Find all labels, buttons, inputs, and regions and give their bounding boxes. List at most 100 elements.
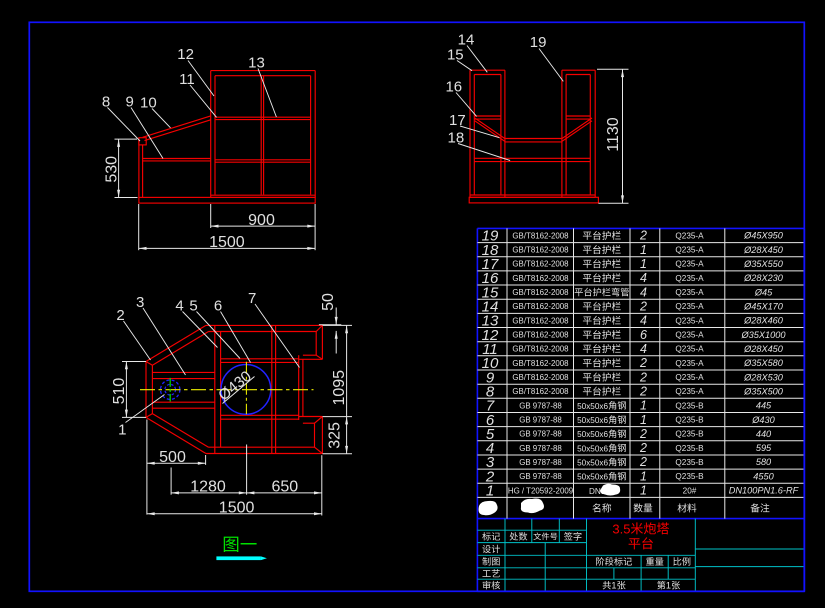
svg-text:19: 19 bbox=[482, 228, 499, 245]
svg-text:2: 2 bbox=[639, 441, 647, 455]
svg-text:6: 6 bbox=[640, 328, 647, 342]
svg-text:Q235-A: Q235-A bbox=[675, 246, 704, 255]
svg-text:11: 11 bbox=[482, 341, 498, 358]
svg-text:6: 6 bbox=[486, 412, 495, 429]
svg-text:1: 1 bbox=[666, 581, 671, 591]
svg-text:325: 325 bbox=[327, 422, 344, 449]
svg-text:2: 2 bbox=[639, 299, 647, 313]
svg-text:1130: 1130 bbox=[605, 117, 622, 152]
svg-text:Q235-B: Q235-B bbox=[675, 401, 704, 410]
svg-text:11: 11 bbox=[179, 71, 195, 88]
svg-text:Q235-A: Q235-A bbox=[675, 387, 704, 396]
svg-text:50x50x6: 50x50x6 bbox=[577, 444, 608, 453]
svg-text:1500: 1500 bbox=[219, 499, 255, 516]
svg-text:595: 595 bbox=[756, 443, 772, 453]
svg-text:440: 440 bbox=[756, 429, 772, 439]
svg-text:500: 500 bbox=[159, 449, 186, 466]
svg-text:Q235-B: Q235-B bbox=[675, 415, 704, 424]
svg-text:15: 15 bbox=[447, 46, 464, 63]
svg-text:Ø28X450: Ø28X450 bbox=[743, 245, 784, 255]
svg-text:GB/T8162-2008: GB/T8162-2008 bbox=[512, 274, 569, 283]
svg-text:GB/T8162-2008: GB/T8162-2008 bbox=[512, 387, 569, 396]
svg-text:Q235-A: Q235-A bbox=[675, 331, 704, 340]
svg-text:1: 1 bbox=[640, 399, 647, 413]
svg-text:20#: 20# bbox=[683, 486, 697, 495]
svg-text:DN100PN1.6-RF: DN100PN1.6-RF bbox=[729, 486, 800, 496]
svg-text:6: 6 bbox=[214, 298, 222, 315]
svg-text:580: 580 bbox=[756, 457, 772, 467]
svg-text:8: 8 bbox=[102, 93, 110, 110]
svg-text:3: 3 bbox=[486, 454, 495, 471]
svg-text:9: 9 bbox=[126, 93, 134, 110]
svg-text:5: 5 bbox=[486, 426, 495, 443]
svg-text:GB/T8162-2008: GB/T8162-2008 bbox=[512, 316, 569, 325]
svg-text:Q235-B: Q235-B bbox=[675, 472, 704, 481]
svg-text:18: 18 bbox=[448, 130, 465, 147]
svg-text:13: 13 bbox=[482, 313, 499, 330]
svg-text:GB/T8162-2008: GB/T8162-2008 bbox=[512, 345, 569, 354]
svg-text:50: 50 bbox=[320, 293, 337, 311]
svg-text:Q235-A: Q235-A bbox=[675, 302, 704, 311]
svg-text:2: 2 bbox=[639, 455, 647, 469]
svg-text:Q235-A: Q235-A bbox=[675, 345, 704, 354]
svg-text:1: 1 bbox=[611, 581, 616, 591]
svg-text:19: 19 bbox=[530, 34, 547, 51]
svg-text:Q235-A: Q235-A bbox=[675, 288, 704, 297]
svg-text:Q235-A: Q235-A bbox=[675, 359, 704, 368]
svg-text:17: 17 bbox=[482, 256, 499, 273]
svg-text:Q235-B: Q235-B bbox=[675, 430, 704, 439]
svg-text:18: 18 bbox=[482, 242, 499, 259]
svg-text:2: 2 bbox=[639, 370, 647, 384]
svg-text:1: 1 bbox=[640, 243, 647, 257]
svg-text:GB/T8162-2008: GB/T8162-2008 bbox=[512, 260, 569, 269]
svg-text:900: 900 bbox=[248, 212, 275, 229]
svg-text:3: 3 bbox=[136, 294, 144, 311]
svg-text:GB 9787-88: GB 9787-88 bbox=[519, 415, 562, 424]
svg-text:4550: 4550 bbox=[753, 471, 774, 481]
svg-text:15: 15 bbox=[482, 284, 499, 301]
svg-text:Ø28X230: Ø28X230 bbox=[743, 273, 784, 283]
svg-text:GB/T8162-2008: GB/T8162-2008 bbox=[512, 288, 569, 297]
svg-text:GB/T8162-2008: GB/T8162-2008 bbox=[512, 246, 569, 255]
svg-text:12: 12 bbox=[482, 327, 499, 344]
svg-text:Ø35X1000: Ø35X1000 bbox=[741, 330, 787, 340]
svg-text:GB/T8162-2008: GB/T8162-2008 bbox=[512, 331, 569, 340]
svg-text:GB 9787-88: GB 9787-88 bbox=[519, 430, 562, 439]
svg-text:Q235-B: Q235-B bbox=[675, 444, 704, 453]
svg-text:Q235-A: Q235-A bbox=[675, 316, 704, 325]
svg-text:1: 1 bbox=[640, 484, 647, 498]
svg-text:Q235-A: Q235-A bbox=[675, 274, 704, 283]
svg-text:7: 7 bbox=[486, 398, 495, 415]
svg-text:GB 9787-88: GB 9787-88 bbox=[519, 472, 562, 481]
svg-text:Q235-A: Q235-A bbox=[675, 260, 704, 269]
svg-text:50x50x6: 50x50x6 bbox=[577, 416, 608, 425]
svg-text:16: 16 bbox=[482, 270, 499, 287]
svg-text:Q235-A: Q235-A bbox=[675, 231, 704, 240]
svg-text:650: 650 bbox=[271, 478, 298, 495]
svg-text:Ø28X450: Ø28X450 bbox=[743, 344, 784, 354]
svg-text:50x50x6: 50x50x6 bbox=[577, 473, 608, 482]
svg-text:2: 2 bbox=[639, 356, 647, 370]
svg-text:Ø45X170: Ø45X170 bbox=[743, 301, 784, 311]
svg-text:GB/T8162-2008: GB/T8162-2008 bbox=[512, 373, 569, 382]
svg-text:1: 1 bbox=[640, 257, 647, 271]
svg-text:4: 4 bbox=[640, 285, 647, 299]
svg-text:4: 4 bbox=[640, 271, 647, 285]
svg-text:12: 12 bbox=[177, 46, 194, 63]
svg-text:GB 9787-88: GB 9787-88 bbox=[519, 444, 562, 453]
svg-text:1: 1 bbox=[640, 469, 647, 483]
svg-text:GB/T8162-2008: GB/T8162-2008 bbox=[512, 302, 569, 311]
svg-text:1500: 1500 bbox=[209, 234, 245, 251]
svg-text:1: 1 bbox=[486, 483, 494, 500]
svg-text:4: 4 bbox=[640, 342, 647, 356]
svg-text:14: 14 bbox=[458, 31, 475, 48]
svg-text:10: 10 bbox=[482, 355, 499, 372]
svg-text:2: 2 bbox=[485, 468, 495, 485]
svg-text:HG / T20592-2009: HG / T20592-2009 bbox=[508, 486, 574, 495]
svg-text:1: 1 bbox=[640, 413, 647, 427]
svg-text:GB/T8162-2008: GB/T8162-2008 bbox=[512, 359, 569, 368]
svg-text:Ø35X580: Ø35X580 bbox=[743, 358, 784, 368]
svg-text:GB 9787-88: GB 9787-88 bbox=[519, 401, 562, 410]
svg-text:2: 2 bbox=[639, 229, 647, 243]
svg-text:2: 2 bbox=[116, 307, 124, 324]
